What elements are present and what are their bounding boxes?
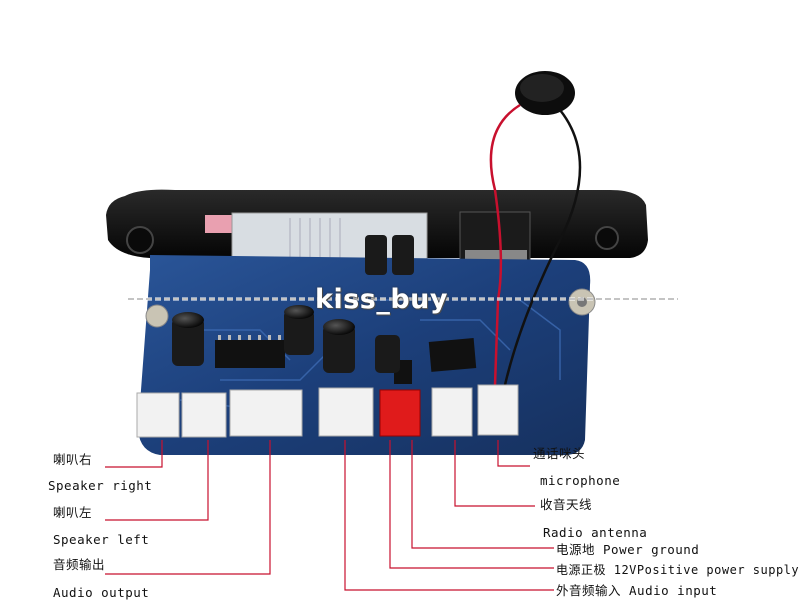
antenna-en-label: Radio antenna <box>543 525 648 540</box>
power-ground-label: 电源地 Power ground <box>556 542 700 557</box>
watermark: kiss_buy <box>315 284 449 315</box>
capacitors <box>172 235 414 373</box>
antenna-cn-label: 收音天线 <box>540 497 593 512</box>
audio-input-label: 外音频输入 Audio input <box>556 583 718 598</box>
mic-cn-label: 通话咪头 <box>533 446 586 461</box>
mic-en-label: microphone <box>540 473 621 488</box>
audio-output-en-label: Audio output <box>53 585 150 600</box>
front-panel <box>106 189 648 272</box>
leader-lines <box>105 440 554 591</box>
watermark-line <box>128 297 678 301</box>
power-positive-label: 电源正极 12VPositive power supply <box>556 563 800 577</box>
speaker-left-en-label: Speaker left <box>53 532 150 547</box>
audio-output-cn-label: 音频输出 <box>53 557 106 572</box>
speaker-left-cn-label: 喇叭左 <box>53 505 93 520</box>
speaker-right-en-label: Speaker right <box>48 478 153 493</box>
speaker-right-cn-label: 喇叭右 <box>53 452 93 467</box>
connectors <box>136 384 519 438</box>
microphone <box>489 71 582 386</box>
